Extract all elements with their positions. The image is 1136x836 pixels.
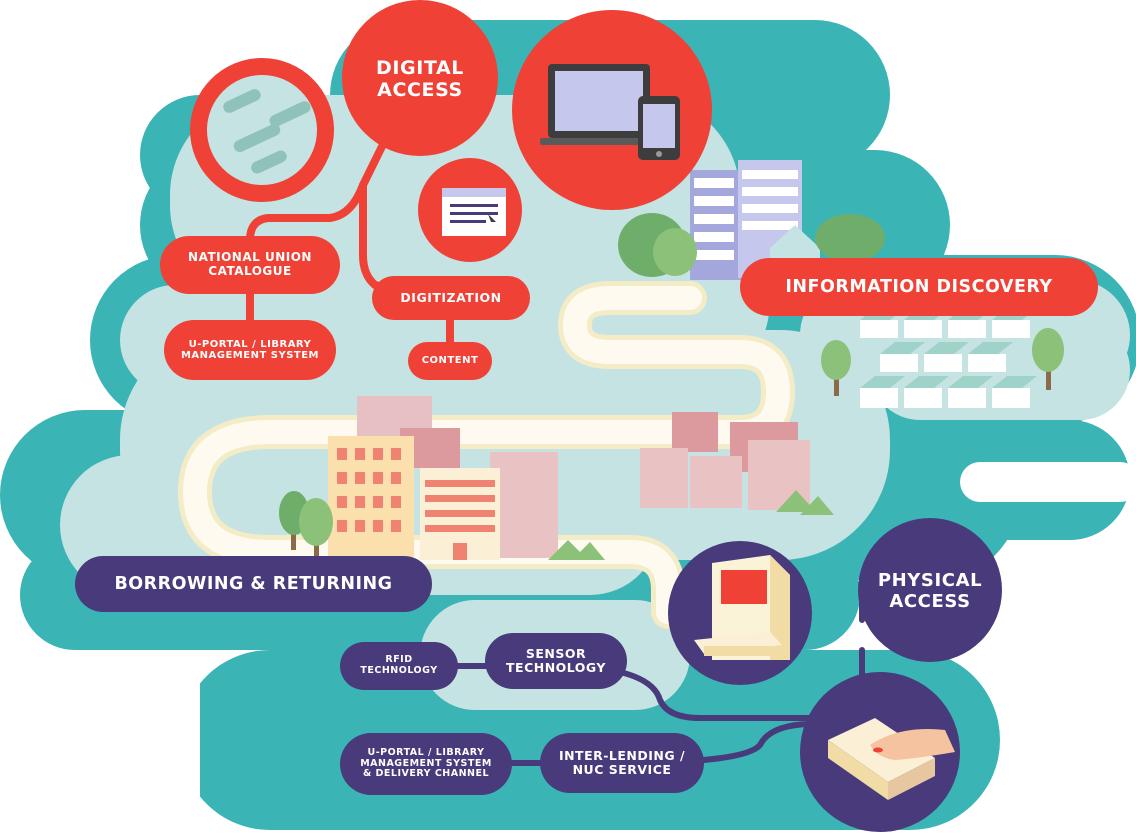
uportal-lms-node[interactable]: U-PORTAL / LIBRARY MANAGEMENT SYSTEM: [164, 320, 336, 380]
uportal-lms-delivery-node[interactable]: U-PORTAL / LIBRARY MANAGEMENT SYSTEM & D…: [340, 733, 512, 795]
digital-access-circle: [342, 0, 498, 156]
building-cluster-center: [640, 412, 834, 515]
housing-estate: [821, 308, 1064, 408]
globe-icon: [190, 58, 334, 202]
building-cluster-left: [279, 396, 605, 560]
digital-access-label: DIGITAL ACCESS: [375, 56, 464, 101]
self-service-kiosk-icon: [668, 541, 812, 685]
physical-access-label: PHYSICAL ACCESS: [877, 569, 983, 612]
borrowing-returning-label[interactable]: BORROWING & RETURNING: [75, 556, 432, 612]
inter-lending-node[interactable]: INTER-LENDING / NUC SERVICE: [540, 733, 704, 793]
information-discovery-label[interactable]: INFORMATION DISCOVERY: [740, 258, 1098, 316]
cloud-gaps: [0, 462, 1136, 836]
sensor-technology-node[interactable]: SENSOR TECHNOLOGY: [485, 633, 627, 689]
browser-window-icon: [418, 158, 522, 262]
rfid-card-tap-icon: [800, 672, 960, 832]
physical-access-circle: [858, 518, 1002, 662]
content-node[interactable]: CONTENT: [408, 342, 492, 380]
rfid-technology-node[interactable]: RFID TECHNOLOGY: [340, 642, 458, 690]
national-union-catalogue-node[interactable]: NATIONAL UNION CATALOGUE: [160, 236, 340, 294]
laptop-phone-icon: [512, 10, 712, 210]
digitization-node[interactable]: DIGITIZATION: [372, 276, 530, 320]
trees-left: [279, 491, 333, 558]
